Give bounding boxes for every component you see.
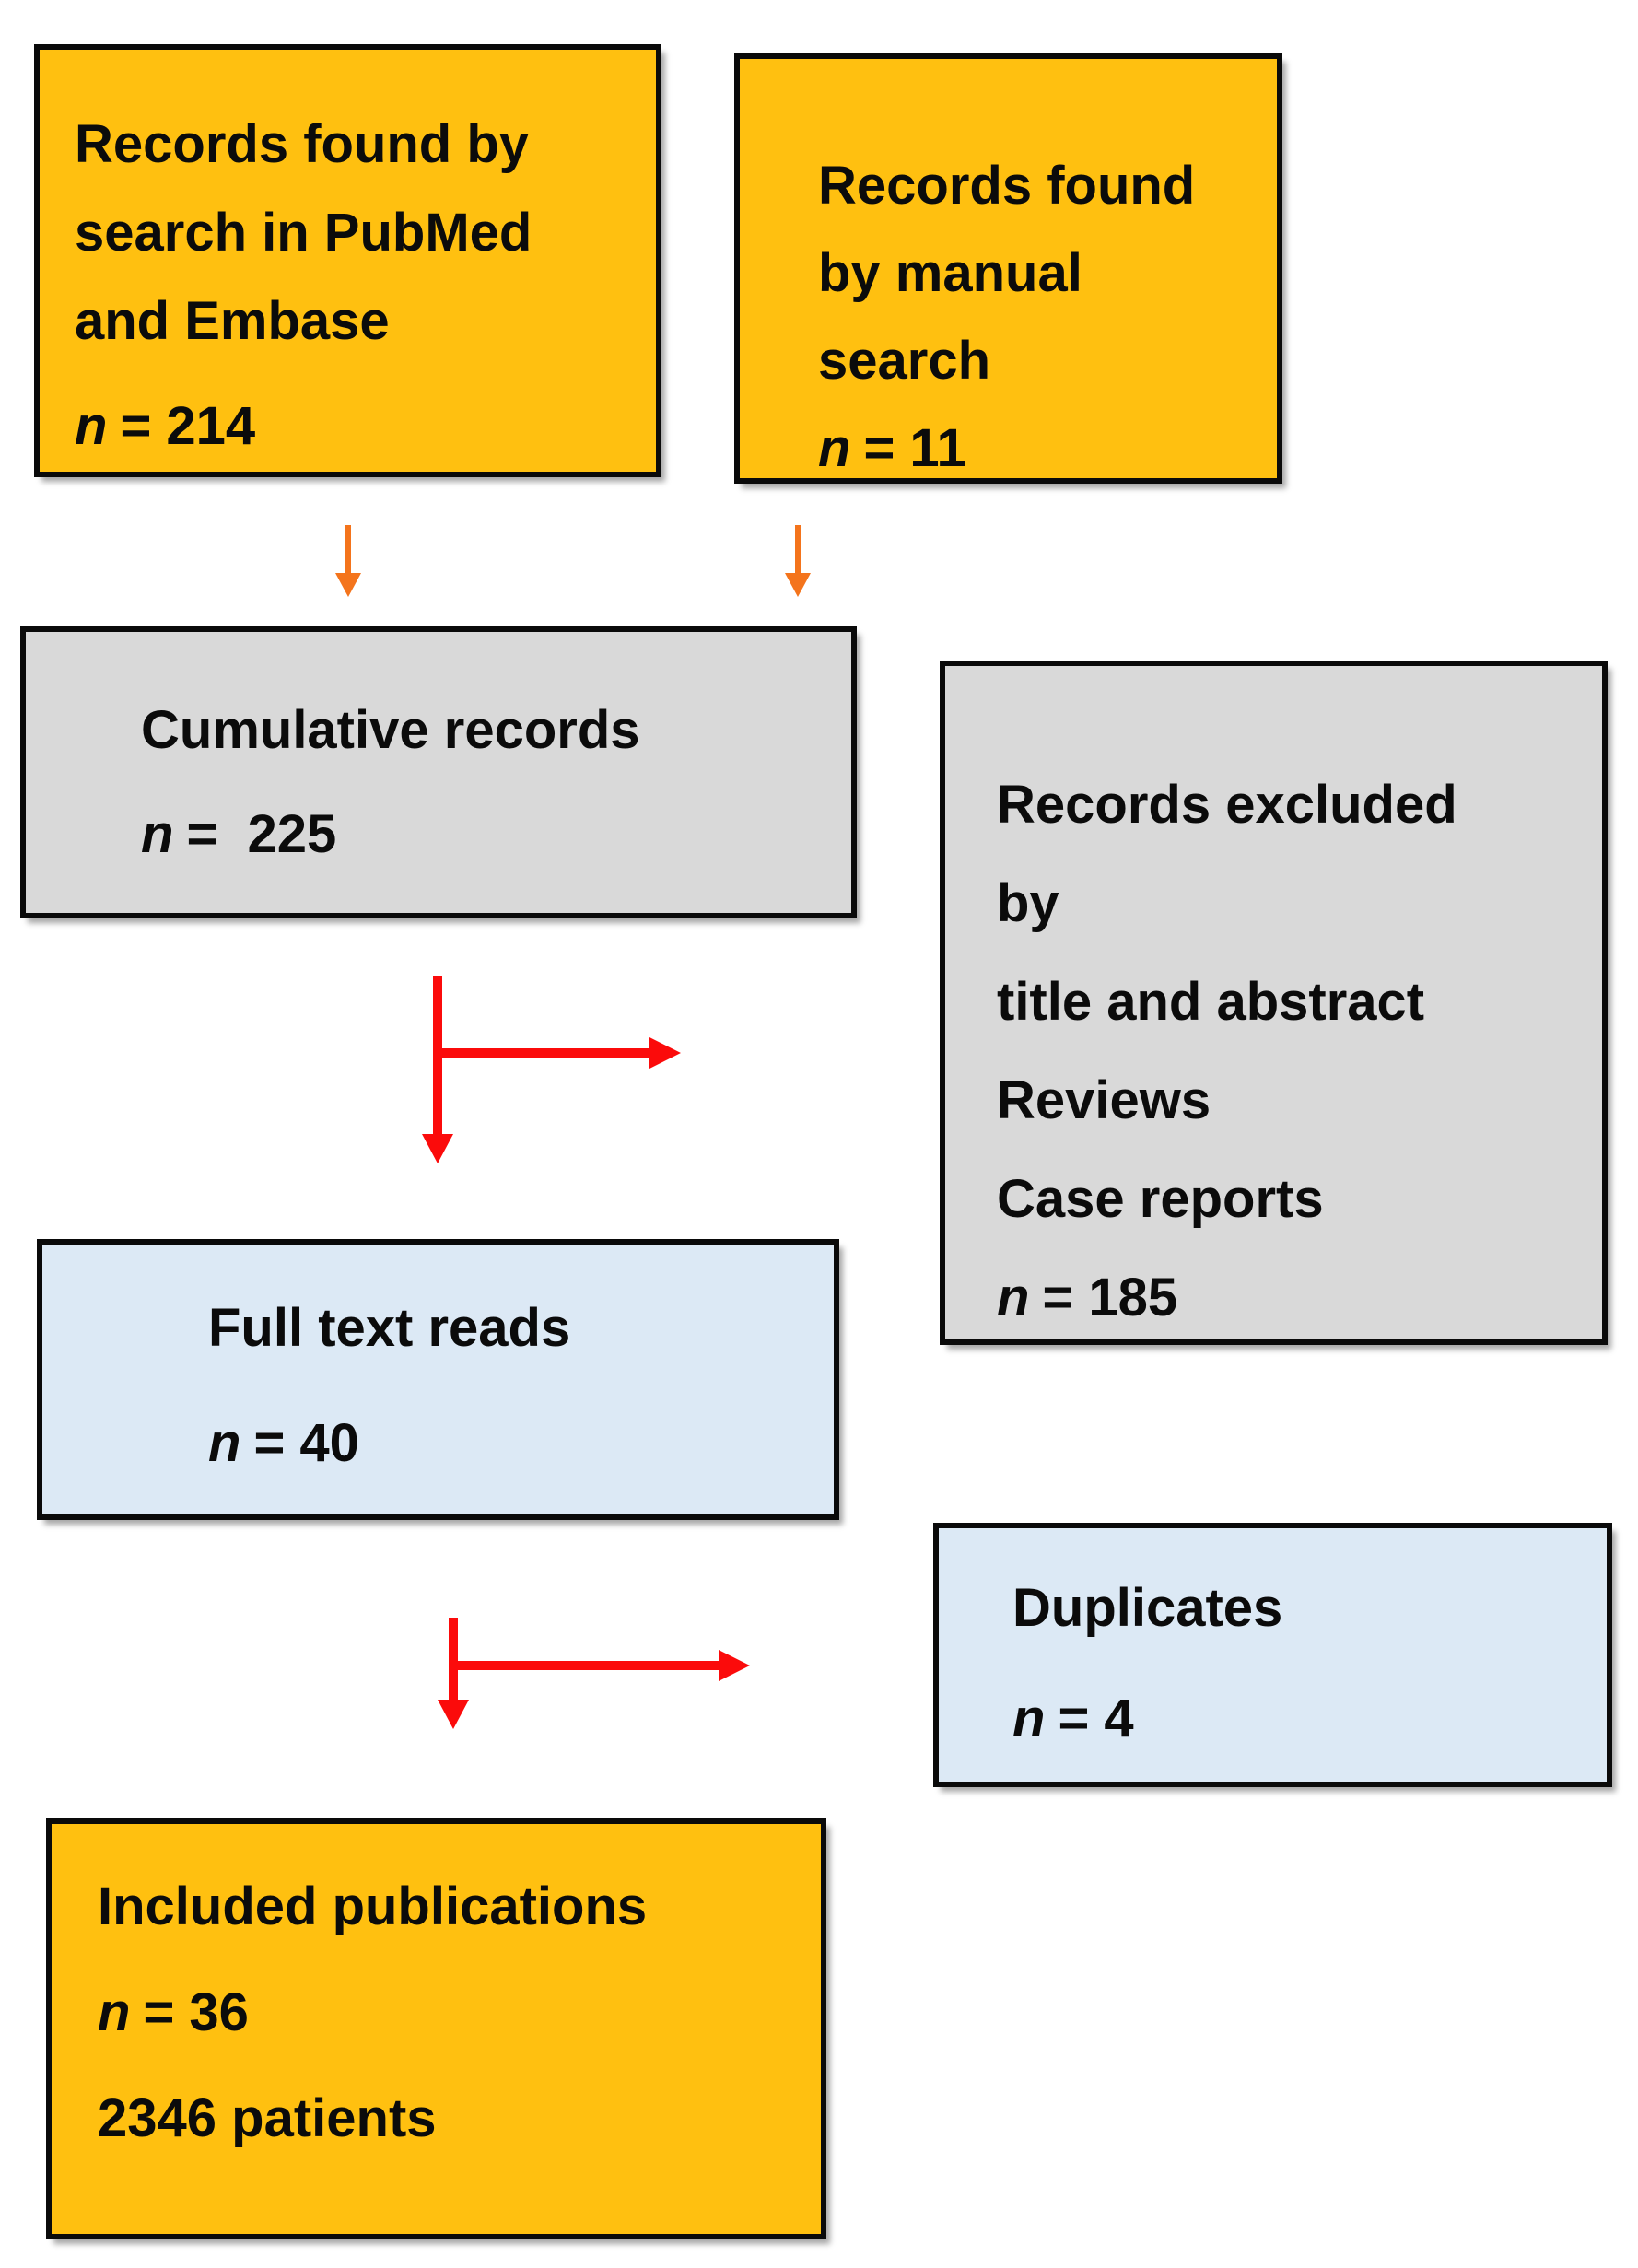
n-count-line: n= 40 bbox=[208, 1385, 815, 1501]
box-line: Case reports bbox=[997, 1169, 1324, 1229]
box-line: Included publications bbox=[98, 1876, 648, 1936]
box-included-publications: Included publications n= 36 2346 patient… bbox=[46, 1818, 826, 2239]
arrow-head bbox=[719, 1650, 750, 1681]
box-line: title and abstract bbox=[997, 972, 1425, 1032]
box-full-text-reads: Full text reads n= 40 bbox=[37, 1239, 839, 1520]
box-records-excluded: Records excluded by title and abstract R… bbox=[940, 661, 1608, 1345]
n-symbol: n bbox=[818, 418, 851, 478]
n-count-line: n= 185 bbox=[997, 1248, 1584, 1347]
box-line: Cumulative records bbox=[141, 700, 640, 760]
box-records-manual-search: Records found by manual search n= 11 bbox=[734, 53, 1282, 484]
box-line: and Embase bbox=[75, 291, 390, 351]
n-count-line: n= 36 bbox=[98, 1959, 802, 2065]
n-value: = 36 bbox=[143, 1982, 249, 2042]
box-line: Full text reads bbox=[208, 1298, 571, 1358]
n-count-line: n= 214 bbox=[75, 382, 638, 471]
arrow-shaft bbox=[433, 1048, 649, 1058]
box-cumulative-records: Cumulative records n= 225 bbox=[20, 626, 857, 918]
box-line: Duplicates bbox=[1012, 1578, 1283, 1638]
n-value: = 225 bbox=[186, 804, 337, 864]
arrow-shaft bbox=[449, 1618, 458, 1701]
n-symbol: n bbox=[98, 1982, 131, 2042]
box-line: search bbox=[818, 331, 991, 391]
arrow-head bbox=[335, 573, 361, 597]
box-line: by bbox=[997, 873, 1059, 933]
n-symbol: n bbox=[1012, 1689, 1046, 1748]
arrow-shaft bbox=[345, 525, 351, 574]
box-line: Records excluded bbox=[997, 775, 1457, 835]
arrow-head bbox=[422, 1134, 453, 1163]
n-count-line: n= 225 bbox=[141, 782, 833, 886]
n-symbol: n bbox=[141, 804, 174, 864]
n-symbol: n bbox=[75, 396, 108, 456]
box-duplicates: Duplicates n= 4 bbox=[933, 1523, 1612, 1787]
box-line: Reviews bbox=[997, 1070, 1211, 1130]
n-count-line: n= 11 bbox=[818, 404, 1258, 492]
box-records-pubmed-embase: Records found by search in PubMed and Em… bbox=[34, 44, 661, 477]
box-line: Records found bbox=[818, 156, 1196, 216]
box-line: by manual bbox=[818, 243, 1082, 303]
arrow-head bbox=[649, 1037, 681, 1069]
n-value: = 185 bbox=[1042, 1268, 1178, 1327]
arrow-head bbox=[785, 573, 811, 597]
n-count-line: n= 4 bbox=[1012, 1664, 1588, 1774]
arrow-head bbox=[438, 1700, 469, 1729]
n-value: = 40 bbox=[253, 1413, 359, 1473]
box-line: search in PubMed bbox=[75, 203, 532, 263]
arrow-shaft bbox=[449, 1661, 719, 1670]
box-line: Records found by bbox=[75, 114, 530, 174]
n-value: = 214 bbox=[120, 396, 256, 456]
n-symbol: n bbox=[208, 1413, 241, 1473]
patients-count-line: 2346 patients bbox=[98, 2088, 437, 2148]
arrow-shaft bbox=[795, 525, 801, 574]
n-value: = 4 bbox=[1058, 1689, 1134, 1748]
n-symbol: n bbox=[997, 1268, 1030, 1327]
n-value: = 11 bbox=[863, 418, 966, 478]
